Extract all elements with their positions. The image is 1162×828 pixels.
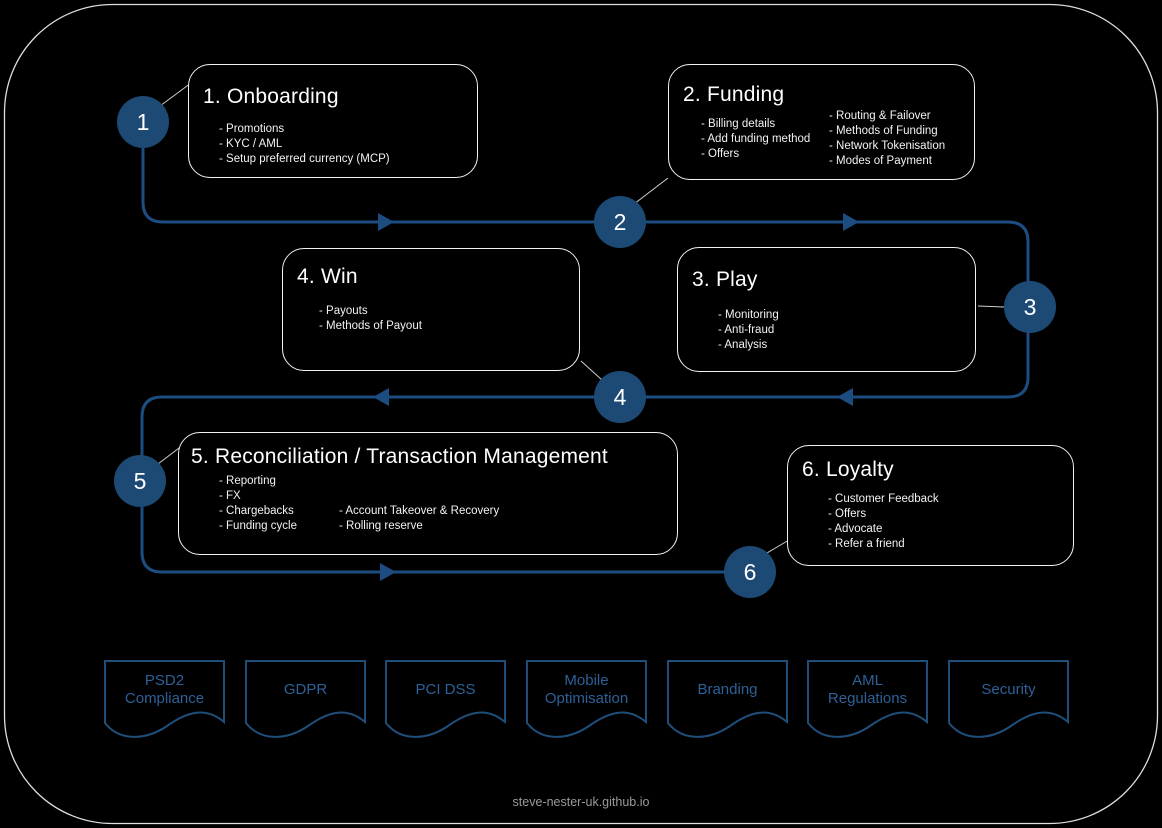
stage-item: - Promotions — [219, 123, 285, 135]
stage-item: - Add funding method — [701, 133, 811, 145]
ribbon-shape — [245, 660, 366, 738]
stage-item: - Methods of Funding — [829, 125, 938, 137]
stage-item-list: - Customer Feedback - Offers - Advocate … — [828, 492, 939, 552]
ribbon-label: PSD2 Compliance — [124, 672, 205, 707]
stage-item: - Monitoring — [718, 309, 779, 321]
stage-marker-4: 4 — [594, 371, 646, 423]
ribbon-psd2-compliance: PSD2 Compliance — [103, 659, 226, 743]
stage-title: 1. Onboarding — [203, 85, 339, 108]
stage-marker-6: 6 — [724, 546, 776, 598]
stage-title: 6. Loyalty — [802, 458, 894, 481]
stage-item-list: - Promotions - KYC / AML - Setup preferr… — [219, 122, 390, 167]
stage-item-list: - Payouts - Methods of Payout — [319, 304, 422, 334]
ribbon-shape — [667, 660, 788, 738]
ribbon-security: Security — [947, 659, 1070, 743]
stage-item: - Anti-fraud — [718, 324, 775, 336]
stage-box-win: 4. Win - Payouts - Methods of Payout — [282, 248, 580, 371]
ribbon-mobile-optimisation: Mobile Optimisation — [525, 659, 648, 743]
connector-line-1 — [159, 82, 192, 107]
stage-item-list: - Monitoring - Anti-fraud - Analysis — [718, 308, 779, 353]
stage-title: 4. Win — [297, 265, 358, 288]
stage-item: - KYC / AML — [219, 138, 283, 150]
stage-item: - Offers — [701, 148, 740, 160]
stage-item: - Network Tokenisation — [829, 140, 946, 152]
stage-marker-2: 2 — [594, 196, 646, 248]
stage-item: - Analysis — [718, 339, 768, 351]
ribbon-aml-regulations: AML Regulations — [806, 659, 929, 743]
stage-box-reconciliation: 5. Reconciliation / Transaction Manageme… — [178, 432, 678, 555]
stage-item: - Billing details — [701, 118, 776, 130]
stage-item: - Reporting — [219, 475, 276, 487]
footer-site-text: steve-nester-uk.github.io — [512, 795, 650, 809]
stage-item: - Refer a friend — [828, 538, 905, 550]
stage-title: 3. Play — [692, 268, 758, 291]
stage-item-list-right: - Routing & Failover - Methods of Fundin… — [829, 109, 945, 169]
ribbon-shape — [104, 660, 225, 738]
stage-item-list-right: - Account Takeover & Recovery - Rolling … — [339, 504, 499, 534]
ribbon-label: GDPR — [283, 681, 328, 698]
flow-arrow-left-1 — [837, 388, 853, 406]
stage-item-list-left: - Billing details - Add funding method -… — [701, 117, 810, 162]
stage-item: - Modes of Payment — [829, 155, 932, 167]
stage-item: - Chargebacks — [219, 505, 294, 517]
ribbon-shape — [526, 660, 647, 738]
stage-item: - Advocate — [828, 523, 883, 535]
stage-item: - Payouts — [319, 305, 368, 317]
stage-item: - Customer Feedback — [828, 493, 939, 505]
ribbon-gdpr: GDPR — [244, 659, 367, 743]
flow-arrow-right-3 — [380, 563, 396, 581]
ribbon-label: AML Regulations — [827, 672, 908, 707]
stage-marker-5: 5 — [114, 455, 166, 507]
stage-item: - Methods of Payout — [319, 320, 422, 332]
connector-line-2 — [633, 177, 669, 205]
flow-arrow-left-2 — [373, 388, 389, 406]
stage-marker-1: 1 — [117, 96, 169, 148]
connector-line-4 — [580, 360, 603, 381]
stage-item: - Rolling reserve — [339, 520, 423, 532]
ribbon-shape — [807, 660, 928, 738]
stage-item: - FX — [219, 490, 241, 502]
stage-title: 5. Reconciliation / Transaction Manageme… — [191, 445, 608, 468]
stage-box-play: 3. Play - Monitoring - Anti-fraud - Anal… — [677, 247, 976, 372]
ribbon-pci-dss: PCI DSS — [384, 659, 507, 743]
flow-arrow-right-2 — [843, 213, 859, 231]
ribbon-label: PCI DSS — [415, 681, 476, 698]
stage-box-loyalty: 6. Loyalty - Customer Feedback - Offers … — [787, 445, 1074, 566]
stage-item: - Account Takeover & Recovery — [339, 505, 500, 517]
ribbon-label: Mobile Optimisation — [544, 672, 629, 707]
ribbon-shape — [385, 660, 506, 738]
stage-item: - Offers — [828, 508, 867, 520]
stage-title: 2. Funding — [683, 83, 785, 106]
ribbon-shape — [948, 660, 1069, 738]
stage-item: - Funding cycle — [219, 520, 297, 532]
stage-box-funding: 2. Funding - Billing details - Add fundi… — [668, 64, 975, 180]
stage-item-list-left: - Reporting - FX - Chargebacks - Funding… — [219, 474, 297, 534]
stage-marker-3: 3 — [1004, 281, 1056, 333]
ribbon-label: Security — [981, 681, 1036, 698]
stage-item: - Setup preferred currency (MCP) — [219, 153, 390, 165]
flow-arrow-right-1 — [378, 213, 394, 231]
stage-item: - Routing & Failover — [829, 110, 931, 122]
ribbon-branding: Branding — [666, 659, 789, 743]
connector-line-3 — [977, 305, 1005, 308]
ribbon-label: Branding — [697, 681, 758, 698]
stage-box-onboarding: 1. Onboarding - Promotions - KYC / AML -… — [188, 64, 478, 178]
